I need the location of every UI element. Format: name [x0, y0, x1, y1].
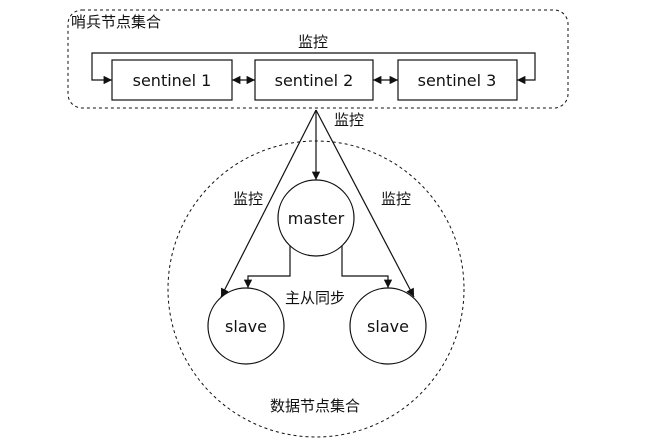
sentinel-node-1: sentinel 1 — [111, 59, 233, 101]
monitor-left-label: 监控 — [233, 190, 263, 208]
master-node: master — [277, 179, 355, 257]
monitor-right-label: 监控 — [381, 190, 411, 208]
sentinel-node-2-label: sentinel 2 — [275, 71, 354, 90]
master-node-label: master — [288, 209, 345, 228]
sentinel-node-3: sentinel 3 — [397, 59, 518, 101]
monitor-slave-right-arrow — [315, 109, 415, 298]
slave-node-right-label: slave — [367, 317, 409, 336]
sync-label: 主从同步 — [285, 289, 345, 307]
slave-node-left: slave — [207, 287, 285, 365]
sentinel-loop-monitor-label: 监控 — [298, 33, 328, 51]
sync-right-arrow — [341, 246, 393, 288]
sentinel-group-container — [67, 9, 569, 109]
sentinel-node-2: sentinel 2 — [254, 59, 374, 101]
monitor-data-label: 监控 — [334, 111, 364, 129]
sentinel-group-title: 哨兵节点集合 — [71, 13, 161, 31]
sentinel-node-3-label: sentinel 3 — [418, 71, 497, 90]
sentinel-loop-monitor-arrow — [91, 52, 536, 85]
sentinel-node-1-label: sentinel 1 — [133, 71, 212, 90]
sync-left-arrow — [243, 246, 291, 288]
data-group-title: 数据节点集合 — [270, 397, 360, 415]
slave-node-right: slave — [349, 287, 427, 365]
monitor-slave-left-arrow — [220, 109, 317, 298]
data-group-container — [167, 140, 465, 438]
slave-node-left-label: slave — [225, 317, 267, 336]
